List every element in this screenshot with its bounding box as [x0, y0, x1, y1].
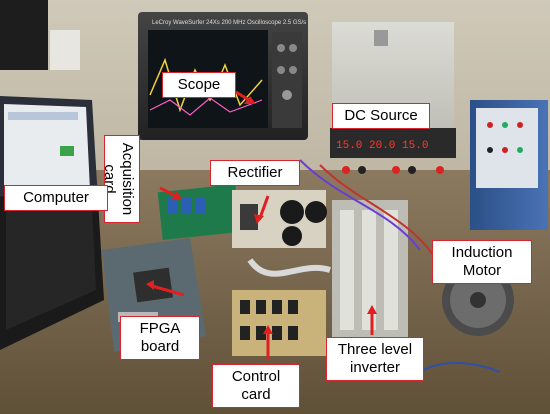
laptop-computer [0, 96, 104, 350]
fpga-board-label: FPGA board [120, 316, 200, 360]
scope-label: Scope [162, 72, 236, 98]
control-card-label: Control card [212, 364, 300, 408]
fpga-arrow [151, 284, 185, 297]
scope-brand-text: LeCroy WaveSurfer 24Xs 200 MHz Oscillosc… [152, 20, 306, 26]
acquisition-arrow [159, 186, 177, 198]
rectifier-arrow [258, 195, 270, 219]
dc-source-label: DC Source [332, 103, 430, 129]
rectifier-label: Rectifier [210, 160, 300, 186]
power-strip [50, 30, 80, 70]
dc-source-display: 15.0 20.0 15.0 [336, 140, 428, 152]
induction-motor-label: Induction Motor [432, 240, 532, 284]
control-card-pcb [232, 290, 326, 356]
dc-power-supply: 15.0 20.0 15.0 [330, 22, 456, 174]
computer-label: Computer [4, 185, 108, 211]
three-level-inverter-unit [332, 200, 408, 340]
three-level-inverter-label: Three level inverter [326, 337, 424, 381]
rectifier-board [232, 190, 327, 248]
background-monitor [0, 0, 48, 70]
acquisition-card-label: Acquisition card [101, 135, 140, 223]
